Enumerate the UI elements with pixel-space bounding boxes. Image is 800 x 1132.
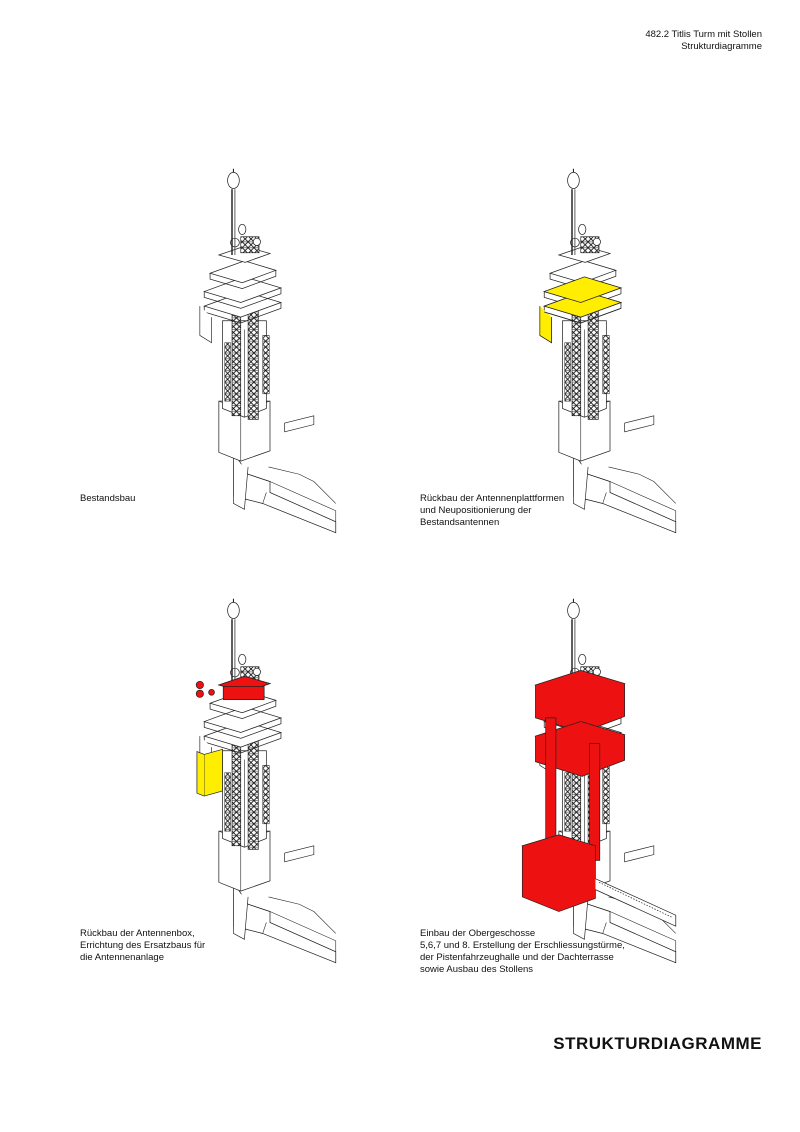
tower-drawing [195,598,337,964]
removed-platforms-highlight [539,276,623,344]
tower-drawing [199,168,337,534]
caption-new-floors: Einbau der Obergeschosse 5,6,7 und 8. Er… [420,928,625,975]
new-floors-highlight [521,670,677,927]
tower-drawing [539,168,677,534]
diagram-panel-existing [140,160,520,600]
caption-existing: Bestandsbau [80,493,136,504]
document-subtitle: Strukturdiagramme [681,41,762,52]
diagram-panel-antenna-box [140,590,520,1030]
tower-drawing [521,598,677,964]
replacement-box-highlight [196,748,223,797]
footer-title: STRUKTURDIAGRAMME [553,1034,762,1053]
caption-antenna-box: Rückbau der Antennenbox, Errichtung des … [80,928,206,963]
diagram-panel-platforms [480,160,800,600]
diagram-panel-new-floors [480,590,800,1030]
project-line: 482.2 Titlis Turm mit Stollen [645,29,762,40]
document-header: 482.2 Titlis Turm mit Stollen Strukturdi… [645,29,762,53]
caption-platforms: Rückbau der Antennenplattformen und Neup… [420,493,565,528]
antenna-highlight [195,675,272,700]
